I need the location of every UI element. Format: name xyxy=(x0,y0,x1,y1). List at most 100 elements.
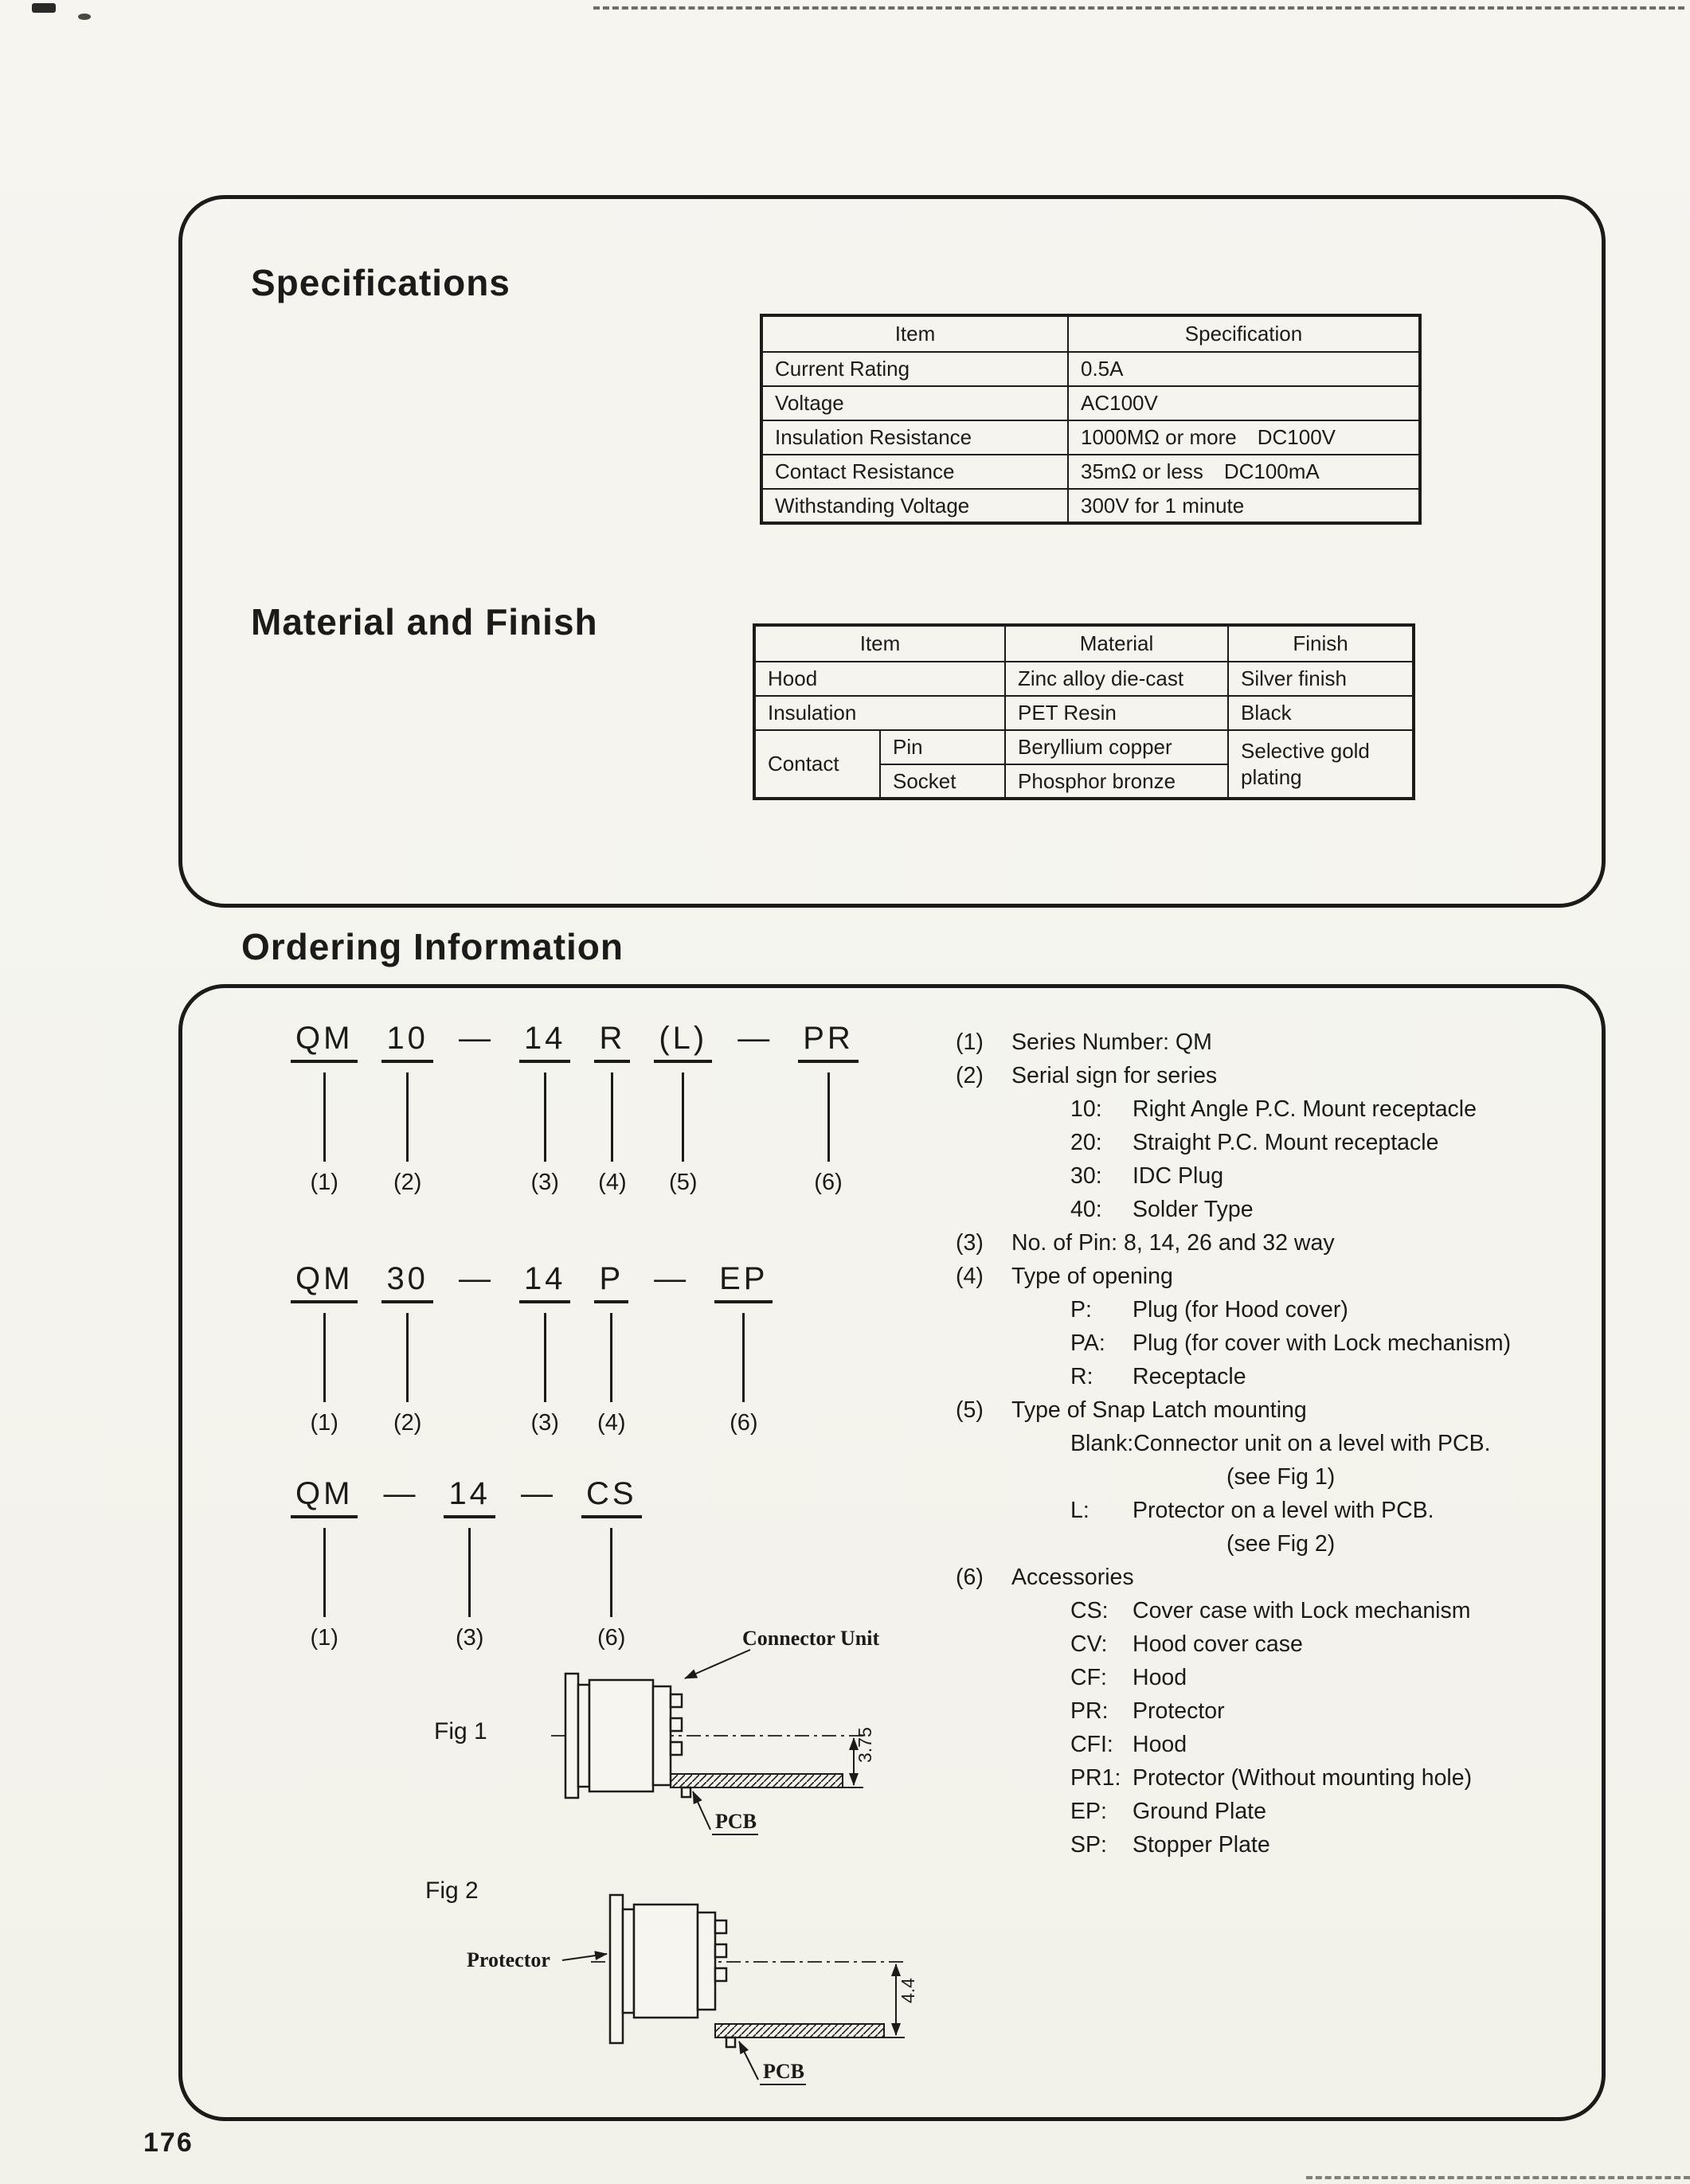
part-number-segment: QM (1) xyxy=(291,1022,358,1196)
part-number-code: 14 xyxy=(444,1477,495,1518)
part-number-drop-line xyxy=(682,1072,685,1162)
note-marker: 10: xyxy=(1070,1096,1102,1122)
ordering-information-title: Ordering Information xyxy=(241,926,624,967)
ordering-note-line: 20: Straight P.C. Mount receptacle xyxy=(956,1126,1585,1159)
fig2-connector-diagram: Protector 4.4 PCB xyxy=(467,1893,918,2085)
spec-header-item: Item xyxy=(761,315,1069,353)
material-and-finish-title: Material and Finish xyxy=(251,601,598,643)
part-number-segment: — xyxy=(457,1022,495,1055)
part-number-code: — xyxy=(383,1476,419,1511)
part-number-position-label: (1) xyxy=(310,1410,338,1436)
part-number-row-1: QM (1) 10 (2) — 14 (3) xyxy=(291,1022,859,1196)
part-number-segment: 30 (2) xyxy=(381,1262,433,1436)
specifications-panel xyxy=(178,195,1606,908)
part-number-position-label: (4) xyxy=(597,1410,626,1436)
note-marker: (4) xyxy=(956,1264,984,1289)
spec-table-row: Contact Resistance 35mΩ or less DC100mA xyxy=(761,454,1421,490)
note-text: No. of Pin: 8, 14, 26 and 32 way xyxy=(1011,1230,1335,1256)
note-marker: 30: xyxy=(1070,1163,1102,1189)
part-number-code: 14 xyxy=(518,1022,571,1063)
part-number-code: P xyxy=(594,1262,629,1303)
spec-table-row: Current Rating 0.5A xyxy=(761,351,1421,387)
material-subitem-cell: Pin xyxy=(878,729,1007,765)
note-marker: 40: xyxy=(1070,1197,1102,1222)
spec-item-cell: Withstanding Voltage xyxy=(761,488,1069,524)
note-text: (see Fig 2) xyxy=(1226,1531,1336,1557)
fig2-pcb-label: PCB xyxy=(763,2060,804,2083)
note-marker: (1) xyxy=(956,1029,984,1055)
fig2-label: Fig 2 xyxy=(425,1877,479,1904)
part-number-row-2: QM (1) 30 (2) — 14 (3) xyxy=(291,1262,773,1436)
material-header-item: Item xyxy=(753,624,1007,662)
note-text: Straight P.C. Mount receptacle xyxy=(1133,1130,1439,1155)
fig1-connector-diagram: Connector Unit 3.75 PCB xyxy=(551,1627,879,1835)
material-material-cell: PET Resin xyxy=(1004,695,1230,731)
part-number-code: 10 xyxy=(381,1022,433,1063)
material-header-finish: Finish xyxy=(1227,624,1415,662)
spec-item-cell: Insulation Resistance xyxy=(761,420,1069,455)
spec-value-cell: 0.5A xyxy=(1067,351,1421,387)
material-row-contact-socket: Socket Phosphor bronze xyxy=(754,764,1414,799)
spec-value-cell: 35mΩ or less DC100mA xyxy=(1067,454,1421,490)
spec-value-cell: 300V for 1 minute xyxy=(1067,488,1421,524)
part-number-segment: (L) (5) xyxy=(654,1022,713,1196)
note-text: Hood xyxy=(1133,1665,1187,1690)
part-number-segment: 14 (3) xyxy=(444,1477,495,1651)
material-and-finish-table: Item Material Finish Hood Zinc alloy die… xyxy=(753,623,1416,800)
part-number-segment: 14 (3) xyxy=(518,1022,571,1196)
material-finish-cell: Black xyxy=(1227,695,1415,731)
spec-table-row: Insulation Resistance 1000MΩ or more DC1… xyxy=(761,420,1421,455)
part-number-segment: 10 (2) xyxy=(381,1022,433,1196)
part-number-code: QM xyxy=(291,1477,358,1518)
ordering-notes-list: (1) Series Number: QM (2) Serial sign fo… xyxy=(956,1026,1585,1862)
spec-table-row: Withstanding Voltage 300V for 1 minute xyxy=(761,488,1421,524)
part-number-code: — xyxy=(654,1261,690,1296)
material-material-cell: Phosphor bronze xyxy=(1004,764,1230,799)
note-marker: (6) xyxy=(956,1565,984,1590)
ordering-note-line: (6) Accessories xyxy=(956,1561,1585,1594)
note-marker: CS: xyxy=(1070,1598,1109,1623)
note-text: Right Angle P.C. Mount receptacle xyxy=(1133,1096,1477,1122)
ordering-note-line: P: Plug (for Hood cover) xyxy=(956,1293,1585,1326)
part-number-position-label: (3) xyxy=(530,1170,559,1195)
ordering-note-line: SP: Stopper Plate xyxy=(956,1828,1585,1862)
part-number-segment: CS (6) xyxy=(581,1477,642,1651)
note-marker: CV: xyxy=(1070,1631,1108,1657)
note-text: Receptacle xyxy=(1133,1364,1246,1389)
note-text: Hood cover case xyxy=(1133,1631,1303,1657)
part-number-code: R xyxy=(594,1022,631,1063)
ordering-note-line: 10: Right Angle P.C. Mount receptacle xyxy=(956,1092,1585,1126)
part-number-code: EP xyxy=(714,1262,773,1303)
part-number-segment: QM (1) xyxy=(291,1262,358,1436)
spec-value-cell: 1000MΩ or more DC100V xyxy=(1067,420,1421,455)
part-number-code: QM xyxy=(291,1022,358,1063)
fig1-callout-text: Connector Unit xyxy=(742,1627,879,1650)
ordering-note-line: (3) No. of Pin: 8, 14, 26 and 32 way xyxy=(956,1226,1585,1260)
ordering-note-line: (1) Series Number: QM xyxy=(956,1026,1585,1059)
part-number-drop-line xyxy=(468,1528,471,1617)
part-number-drop-line xyxy=(406,1072,409,1162)
fig1-label: Fig 1 xyxy=(434,1718,487,1744)
note-marker: (5) xyxy=(956,1397,984,1423)
part-number-position-label: (1) xyxy=(310,1625,338,1651)
page-number: 176 xyxy=(143,2127,194,2158)
part-number-code: QM xyxy=(291,1262,358,1303)
part-number-segment: PR (6) xyxy=(798,1022,859,1196)
note-text: Protector on a level with PCB. xyxy=(1133,1498,1434,1523)
note-text: Serial sign for series xyxy=(1011,1063,1218,1088)
fig1-drawing: Connector Unit 3.75 PCB xyxy=(542,1624,972,1867)
note-marker: EP: xyxy=(1070,1799,1107,1824)
note-text: IDC Plug xyxy=(1133,1163,1224,1189)
note-text: Type of opening xyxy=(1011,1264,1173,1289)
note-marker: (2) xyxy=(956,1063,984,1088)
note-text: (see Fig 1) xyxy=(1226,1464,1336,1490)
ordering-note-line: (see Fig 1) xyxy=(956,1460,1585,1494)
ordering-note-line: Blank: Connector unit on a level with PC… xyxy=(956,1427,1585,1460)
note-marker: 20: xyxy=(1070,1130,1102,1155)
part-number-segment: — xyxy=(381,1477,420,1510)
ordering-note-line: L: Protector on a level with PCB. xyxy=(956,1494,1585,1527)
part-number-position-label: (6) xyxy=(730,1410,758,1436)
fig1-pcb-label: PCB xyxy=(715,1810,757,1833)
part-number-position-label: (1) xyxy=(310,1170,338,1195)
